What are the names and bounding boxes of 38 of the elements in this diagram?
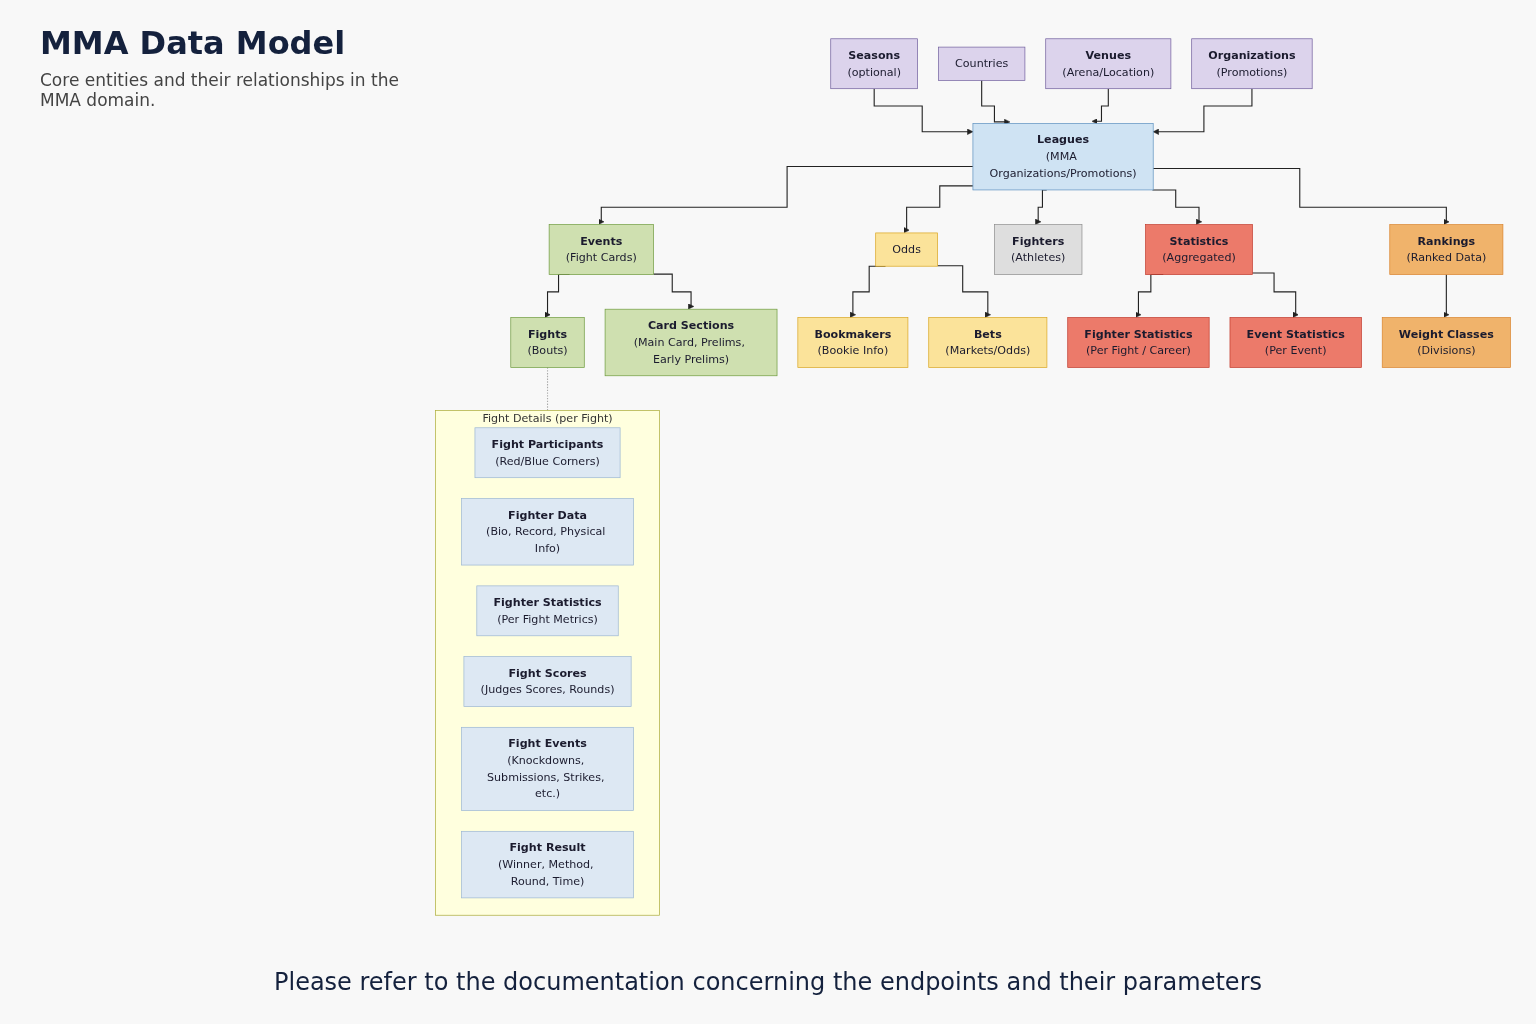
node-box: Leagues (MMA Organizations/Promotions) bbox=[972, 123, 1154, 191]
caption: Please refer to the documentation concerning the endpoints and their parameters bbox=[274, 968, 1262, 996]
node-box: Seasons (optional) bbox=[830, 38, 918, 90]
node-box: Fighters (Athletes) bbox=[994, 224, 1083, 275]
node-box: Bets (Markets/Odds) bbox=[928, 317, 1048, 368]
node-box: Card Sections (Main Card, Prelims, Early Prelims) bbox=[604, 308, 778, 377]
arrow bbox=[1091, 88, 1109, 125]
arrow bbox=[981, 79, 1011, 125]
node-box: Statistics (Aggregated) bbox=[1145, 224, 1253, 275]
node-box: Organizations (Promotions) bbox=[1191, 38, 1313, 90]
arrow bbox=[873, 88, 974, 135]
node-box: Fighter Data (Bio, Record, Physical Info) bbox=[461, 498, 634, 566]
arrow bbox=[903, 185, 974, 234]
node-box: Fight Result (Winner, Method, Round, Time) bbox=[461, 830, 634, 899]
arrow bbox=[1251, 272, 1299, 318]
arrow bbox=[598, 165, 974, 225]
arrow bbox=[1443, 273, 1450, 318]
diagram-title: MMA Data Model bbox=[40, 24, 347, 62]
node-box: Fighter Statistics (Per Fight / Career) bbox=[1067, 317, 1210, 368]
arrow bbox=[1152, 88, 1253, 135]
node-box: Event Statistics (Per Event) bbox=[1229, 317, 1362, 368]
subtitle-text: Core entities and their relationships in the MMA domain. bbox=[40, 70, 400, 110]
arrow bbox=[937, 265, 991, 318]
node-box: Fights (Bouts) bbox=[510, 317, 585, 368]
arrow bbox=[652, 273, 695, 310]
arrow bbox=[1152, 168, 1450, 225]
node-box: Fighter Statistics (Per Fight Metrics) bbox=[476, 585, 619, 637]
node-box: Venues (Arena/Location) bbox=[1045, 38, 1172, 90]
node-box: Bookmakers (Bookie Info) bbox=[797, 317, 909, 368]
node-box: Rankings (Ranked Data) bbox=[1389, 224, 1504, 275]
node-box: Fight Events (Knockdowns, Submissions, Strikes, etc.) bbox=[461, 726, 634, 811]
node-box: Events (Fight Cards) bbox=[548, 224, 654, 275]
node-box: Weight Classes (Divisions) bbox=[1381, 317, 1511, 368]
arrow bbox=[1151, 189, 1203, 225]
node-box: Fight Scores (Judges Scores, Rounds) bbox=[463, 656, 632, 707]
node-box: Fight Participants (Red/Blue Corners) bbox=[474, 427, 621, 479]
node-box: Odds bbox=[875, 232, 938, 267]
node-box: Countries bbox=[938, 46, 1026, 81]
